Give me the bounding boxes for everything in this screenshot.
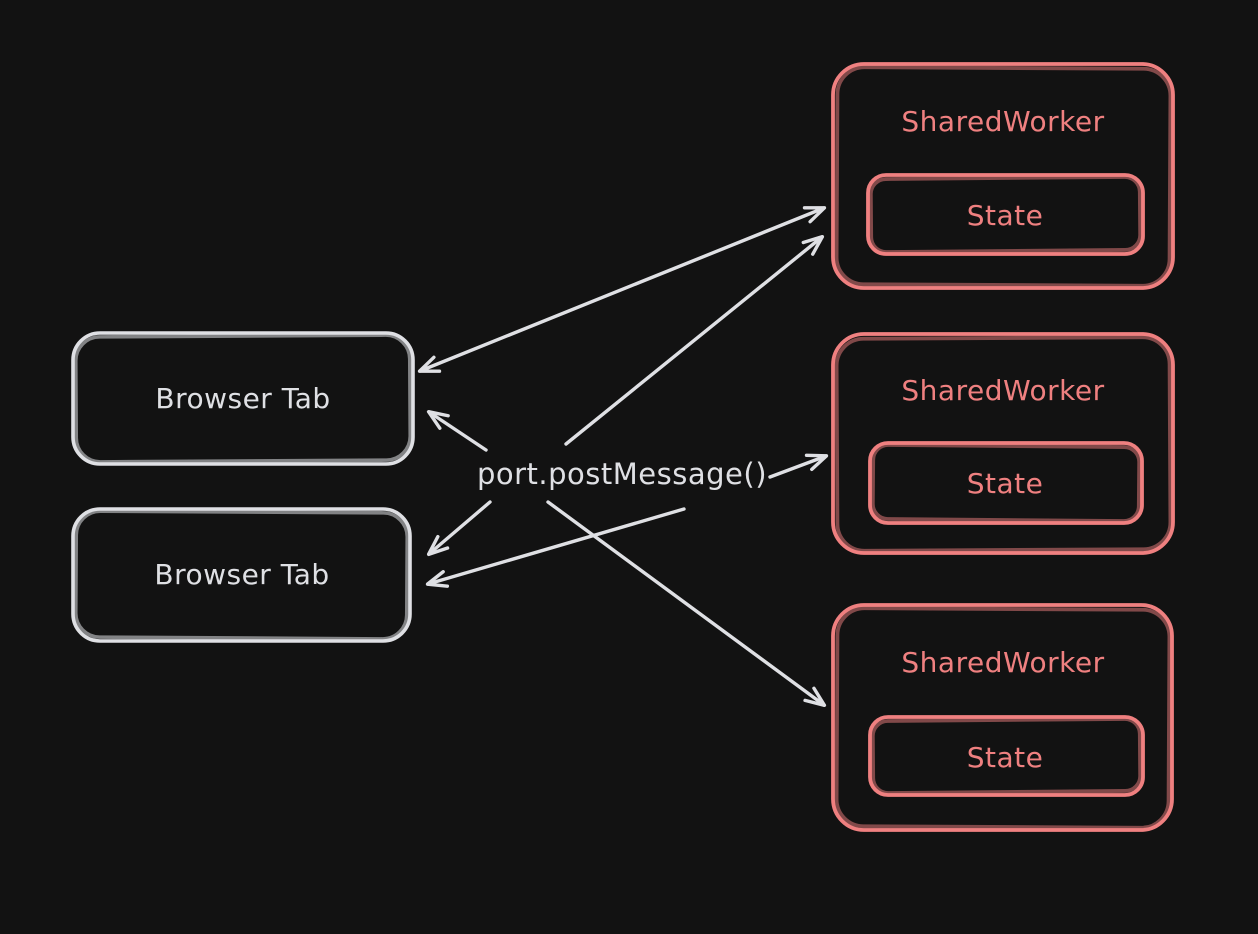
port-postmessage-label: port.postMessage() [477, 457, 767, 491]
state-3-box [868, 715, 1145, 797]
browser-tab-1-box [71, 331, 415, 466]
shared-worker-1-label: SharedWorker [901, 105, 1104, 138]
arrow-label-to-tab1 [426, 410, 488, 452]
arrow-tab1-sw1-bidirectional [417, 206, 827, 373]
shared-worker-3-label: SharedWorker [901, 646, 1104, 679]
state-2-label: State [967, 467, 1044, 500]
state-3-label: State [967, 741, 1044, 774]
arrow-label-to-sw2 [768, 453, 829, 479]
browser-tab-labels: Browser Tab Browser Tab [154, 382, 330, 591]
arrow-label-to-sw1 [564, 234, 825, 446]
browser-tab-2-box [71, 507, 412, 643]
shared-worker-boxes [831, 62, 1175, 832]
shared-worker-2-box [831, 332, 1175, 555]
arrow-label-to-tab2-lower [425, 507, 686, 588]
shared-worker-1-box [831, 62, 1175, 290]
shared-worker-labels: SharedWorker State SharedWorker State Sh… [901, 105, 1104, 774]
shared-worker-3-box [831, 603, 1174, 832]
state-1-label: State [967, 199, 1044, 232]
state-1-box [866, 173, 1145, 256]
browser-tab-boxes [71, 331, 415, 643]
arrow-label-to-tab2-upper [426, 500, 492, 557]
browser-tab-2-label: Browser Tab [154, 558, 329, 591]
state-2-box [868, 441, 1144, 525]
shared-worker-2-label: SharedWorker [901, 374, 1104, 407]
browser-tab-1-label: Browser Tab [155, 382, 330, 415]
arrow-layer [417, 206, 829, 707]
